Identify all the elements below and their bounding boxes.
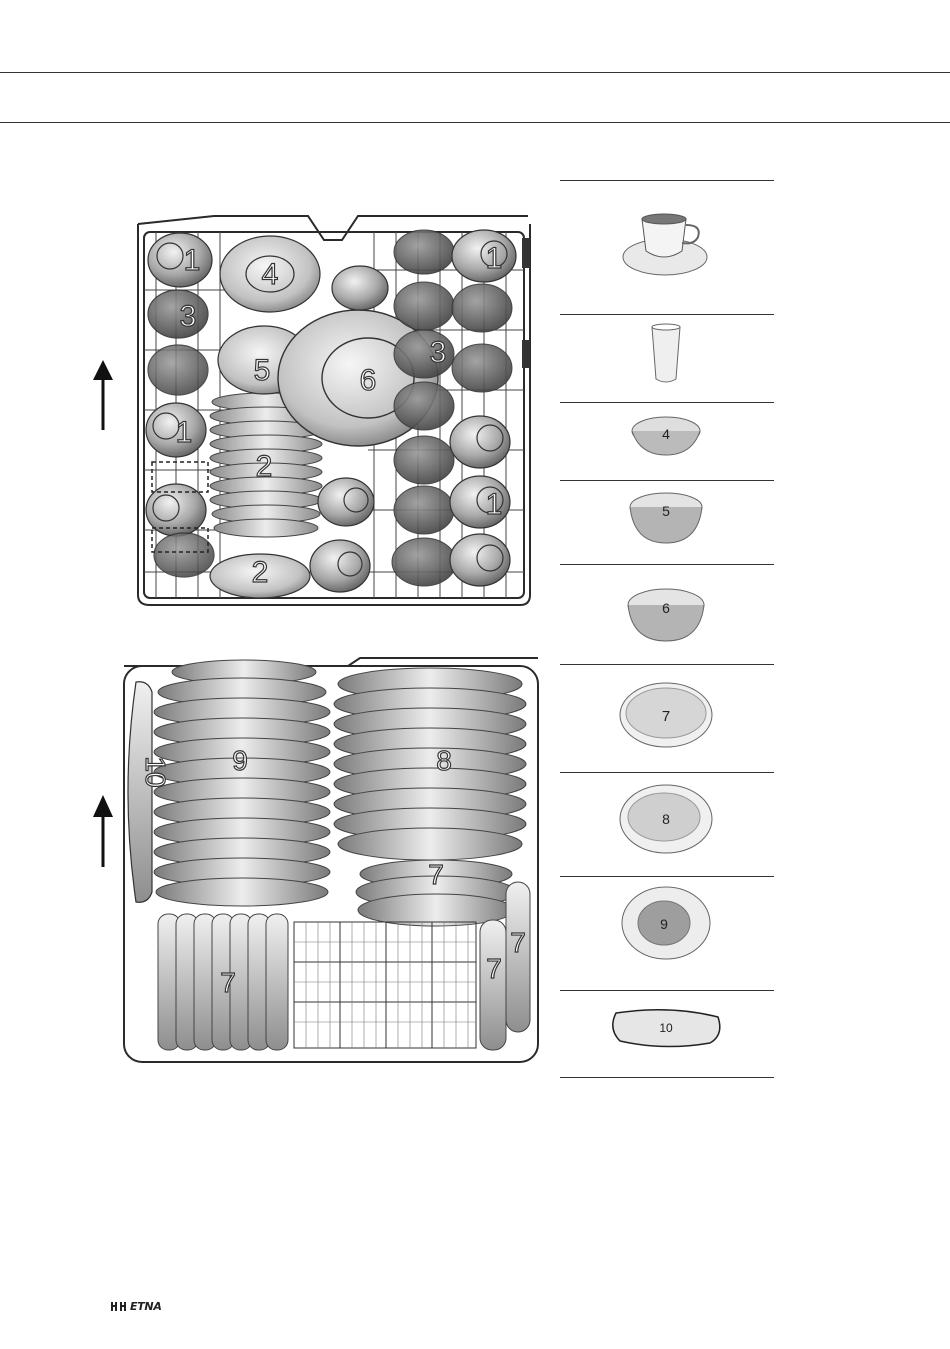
glass-icon [560, 315, 774, 403]
header-rule-bottom [0, 122, 950, 123]
lower-label-8: 8 [436, 745, 452, 776]
legend-row-bowl-4: 4 [560, 402, 774, 481]
lower-label-7d: 7 [510, 927, 526, 958]
legend-label-10: 10 [659, 1021, 673, 1035]
upper-label-3b: 3 [430, 336, 447, 369]
legend-label-9: 9 [660, 916, 668, 932]
upper-label-1c: 1 [486, 242, 503, 275]
lower-label-7b: 7 [220, 967, 236, 998]
legend-row-plate-9: 9 [560, 876, 774, 991]
lower-rack-direction-arrow-icon [92, 795, 114, 867]
soup-plate-icon: 9 [560, 877, 774, 991]
legend-row-plate-7: 7 [560, 664, 774, 773]
legend-row-glass [560, 314, 774, 403]
dessert-plate-icon: 7 [560, 665, 774, 773]
legend-label-4: 4 [662, 426, 670, 442]
upper-label-3a: 3 [180, 300, 197, 333]
lower-label-7a: 7 [428, 859, 444, 890]
upper-label-1b: 1 [176, 416, 193, 449]
legend-row-bowl-6: 6 [560, 564, 774, 665]
legend-label-7: 7 [662, 708, 670, 725]
legend-label-8: 8 [662, 811, 670, 827]
upper-rack-illustration: 1 1 1 1 3 3 4 5 6 2 2 [128, 210, 538, 620]
upper-label-2b: 2 [252, 556, 269, 589]
header-rule-top [0, 72, 950, 73]
lower-label-9: 9 [232, 745, 248, 776]
legend-row-bowl-5: 5 [560, 480, 774, 565]
cup-and-saucer-icon [560, 181, 774, 315]
upper-rack-direction-arrow-icon [92, 360, 114, 430]
legend-row-cup [560, 180, 774, 315]
upper-label-1a: 1 [184, 244, 201, 277]
upper-label-1d: 1 [486, 488, 503, 521]
upper-label-6: 6 [360, 364, 377, 397]
large-bowl-icon: 6 [560, 565, 774, 665]
legend-label-6: 6 [662, 600, 670, 616]
legend-label-5: 5 [662, 503, 670, 519]
upper-label-2a: 2 [256, 450, 273, 483]
brand-name: ETNA [130, 1300, 162, 1313]
lower-rack-illustration: 9 8 10 7 7 7 7 [118, 652, 546, 1076]
upper-label-4: 4 [262, 258, 279, 291]
brand-logo: ETNA [110, 1298, 162, 1314]
legend-row-platter-10: 10 [560, 990, 774, 1078]
flat-plate-icon: 8 [560, 773, 774, 877]
lower-label-10: 10 [140, 756, 171, 787]
small-bowl-icon: 4 [560, 403, 774, 481]
legend-row-plate-8: 8 [560, 772, 774, 877]
etna-logo-icon [110, 1300, 128, 1312]
lower-label-7c: 7 [486, 953, 502, 984]
medium-bowl-icon: 5 [560, 481, 774, 565]
oval-platter-icon: 10 [560, 991, 774, 1077]
upper-label-5: 5 [254, 354, 271, 387]
